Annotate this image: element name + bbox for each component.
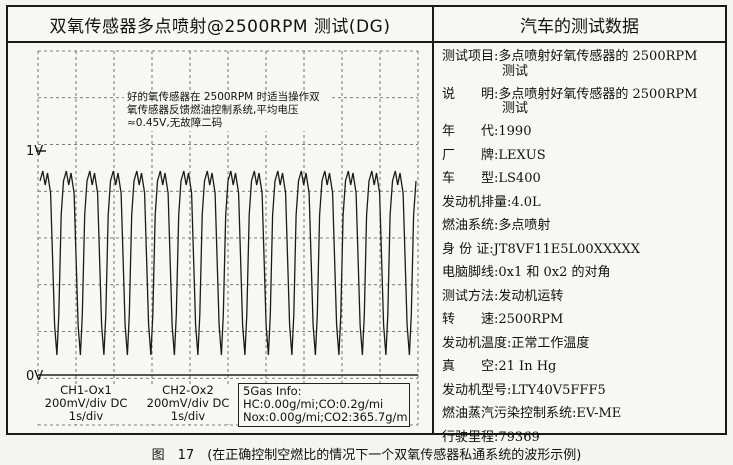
oscilloscope-panel: 好的氧传感器在 2500RPM 时适当操作双氧传感器反馈燃油控制系统,平均电压≈… bbox=[8, 43, 434, 433]
info-row: 测试 bbox=[502, 101, 529, 116]
figure-caption: 图 17 (在正确控制空燃比的情况下一个双氧传感器私通系统的波形示例) bbox=[151, 448, 582, 463]
info-row: 身 份 证:JT8VF11E5L00XXXXX bbox=[442, 241, 640, 257]
gas-nox-co2: Nox:0.00g/mi;CO2:365.7g/m bbox=[243, 410, 408, 424]
info-row: 电脑脚线:0x1 和 0x2 的对角 bbox=[442, 265, 611, 280]
info-row: 测试方法:发动机运转 bbox=[442, 288, 564, 304]
waveform-trace bbox=[39, 170, 417, 356]
ch2-scale: 200mV/div DC bbox=[146, 396, 230, 410]
info-row: 真 空:21 In Hg bbox=[442, 359, 557, 374]
ch1-scale: 200mV/div DC bbox=[44, 396, 128, 410]
ch1-time: 1s/div bbox=[68, 409, 104, 423]
info-row: 年 代:1990 bbox=[442, 124, 532, 139]
scope-note: 好的氧传感器在 2500RPM 时适当操作双氧传感器反馈燃油控制系统,平均电压≈… bbox=[124, 90, 330, 131]
info-row: 发动机排量:4.0L bbox=[442, 194, 541, 210]
info-row: 测试 bbox=[502, 63, 529, 79]
info-row: 厂 牌:LEXUS bbox=[442, 147, 546, 163]
ch2-name: CH2-Ox2 bbox=[162, 383, 214, 397]
label-1v: 1V bbox=[26, 144, 44, 159]
scope-title: 双氧传感器多点喷射@2500RPM 测试(DG) bbox=[8, 7, 434, 43]
gas-hc-co: HC:0.00g/mi;CO:0.2g/mi bbox=[243, 397, 384, 411]
vehicle-test-data: 测试项目:多点喷射好氧传感器的 2500RPM 测试 说 明:多点喷射好氧传感器… bbox=[436, 45, 721, 449]
info-row: 发动机温度:正常工作温度 bbox=[442, 335, 590, 351]
data-title: 汽车的测试数据 bbox=[434, 7, 725, 43]
info-row: 燃油系统:多点喷射 bbox=[442, 218, 551, 233]
ch1-name: CH1-Ox1 bbox=[60, 383, 112, 397]
label-0v: 0V bbox=[26, 369, 44, 384]
ch2-settings: CH2-Ox2 200mV/div DC 1s/div bbox=[138, 384, 238, 424]
info-row: 测试项目:多点喷射好氧传感器的 2500RPM bbox=[442, 49, 698, 64]
figure-frame: 双氧传感器多点喷射@2500RPM 测试(DG) 汽车的测试数据 好的氧传感器在… bbox=[6, 5, 727, 445]
gas-info-box: 5Gas Info: HC:0.00g/mi;CO:0.2g/mi Nox:0.… bbox=[238, 383, 410, 427]
info-row: 行驶里程:79369 bbox=[442, 429, 540, 445]
ch2-time: 1s/div bbox=[170, 409, 206, 423]
info-row: 说 明:多点喷射好氧传感器的 2500RPM bbox=[442, 86, 698, 102]
gas-title: 5Gas Info: bbox=[243, 384, 302, 398]
info-row: 转 速:2500RPM bbox=[442, 312, 564, 327]
ch1-settings: CH1-Ox1 200mV/div DC 1s/div bbox=[36, 384, 136, 424]
info-row: 车 型:LS400 bbox=[442, 171, 541, 186]
info-row: 燃油蒸汽污染控制系统:EV-ME bbox=[442, 406, 622, 421]
info-row: 发动机型号:LTY40V5FFF5 bbox=[442, 382, 606, 398]
